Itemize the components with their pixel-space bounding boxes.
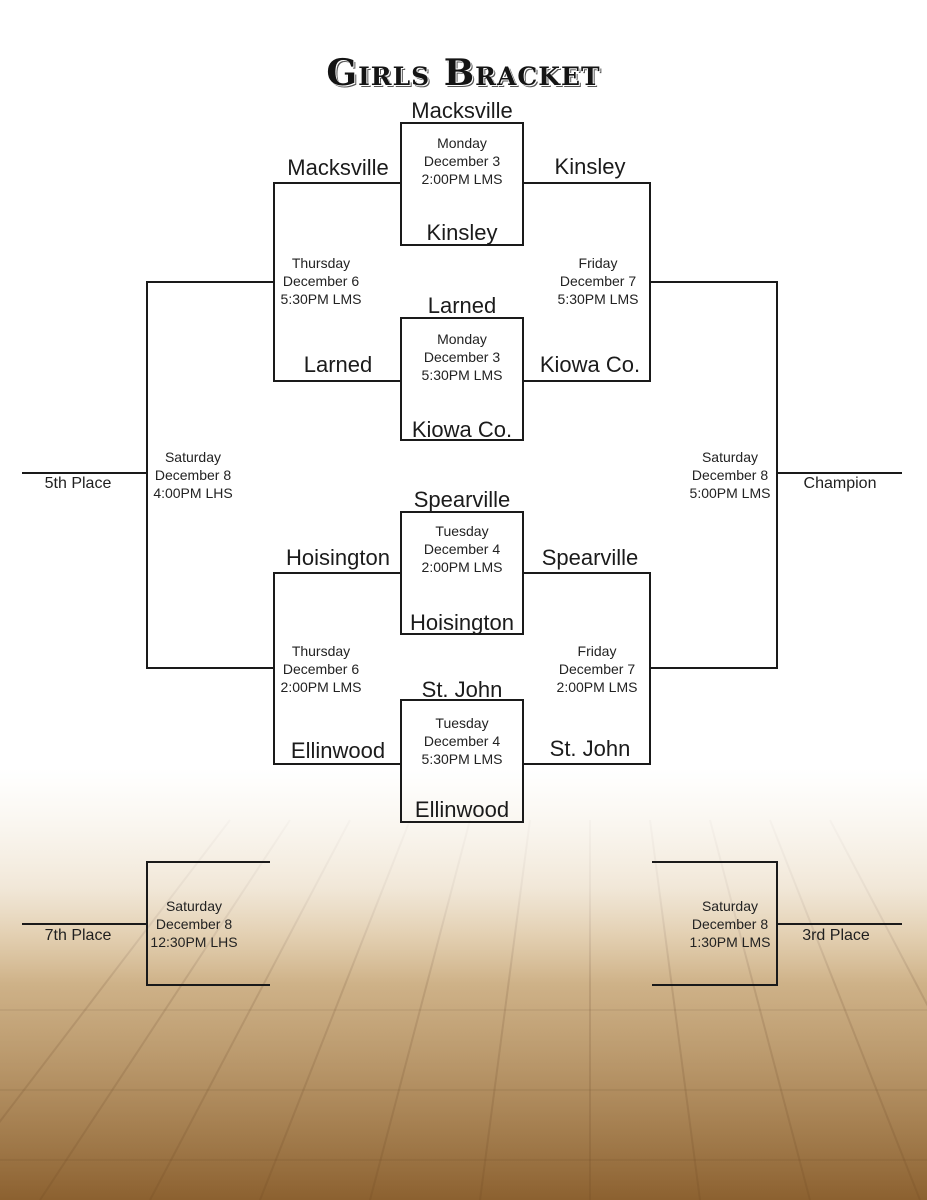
game-day: Thursday	[291, 255, 351, 271]
team-label: Kinsley	[426, 220, 498, 245]
team-label: Larned	[303, 352, 373, 377]
game-time: 5:30PM LMS	[421, 367, 503, 383]
team-label: Spearville	[541, 545, 639, 570]
team-label: Macksville	[287, 155, 389, 180]
page-title: Girls Bracket	[326, 52, 601, 94]
team-label: Hoisington	[410, 610, 514, 635]
game-date: December 7	[558, 661, 636, 677]
game-info: Saturday December 8 5:00PM LMS	[665, 448, 795, 502]
game-time: 5:30PM LMS	[557, 291, 639, 307]
game-info: Saturday December 8 12:30PM LHS	[129, 897, 259, 951]
game-date: December 8	[155, 916, 233, 932]
team-label: Spearville	[413, 487, 511, 512]
game-info: Tuesday December 4 2:00PM LMS	[397, 522, 527, 576]
game-date: December 3	[423, 153, 501, 169]
team-label: Kiowa Co.	[539, 352, 641, 377]
team-label: Ellinwood	[290, 738, 386, 763]
game-day: Friday	[578, 255, 618, 271]
game-box-4	[400, 699, 524, 823]
game-time: 1:30PM LMS	[689, 934, 771, 950]
game-info: Monday December 3 5:30PM LMS	[397, 330, 527, 384]
game-time: 5:30PM LMS	[421, 751, 503, 767]
game-date: December 6	[282, 661, 360, 677]
game-time: 2:00PM LMS	[280, 679, 362, 695]
game-info: Friday December 7 2:00PM LMS	[532, 642, 662, 696]
fifth-place-bracket	[146, 281, 274, 669]
game-time: 2:00PM LMS	[421, 559, 503, 575]
team-label: St. John	[549, 736, 631, 761]
game-time: 5:30PM LMS	[280, 291, 362, 307]
champion-label: Champion	[803, 475, 877, 492]
game-date: December 6	[282, 273, 360, 289]
fifth-place-label: 5th Place	[44, 475, 112, 492]
game-day: Tuesday	[435, 715, 489, 731]
game-date: December 8	[691, 467, 769, 483]
game-time: 5:00PM LMS	[689, 485, 771, 501]
game-day: Friday	[577, 643, 617, 659]
game-date: December 3	[423, 349, 501, 365]
game-day: Tuesday	[435, 523, 489, 539]
team-label: Kiowa Co.	[411, 417, 513, 442]
game-info: Friday December 7 5:30PM LMS	[533, 254, 663, 308]
championship-bracket	[650, 281, 778, 669]
third-place-label: 3rd Place	[802, 927, 870, 944]
game-day: Saturday	[701, 898, 759, 914]
game-time: 2:00PM LMS	[421, 171, 503, 187]
team-label: Kinsley	[554, 154, 626, 179]
game-day: Monday	[437, 135, 487, 151]
game-day: Saturday	[701, 449, 759, 465]
game-info: Saturday December 8 1:30PM LMS	[665, 897, 795, 951]
game-time: 12:30PM LHS	[150, 934, 238, 950]
team-label: Ellinwood	[414, 797, 510, 822]
seventh-place-label: 7th Place	[44, 927, 112, 944]
game-info: Thursday December 6 2:00PM LMS	[256, 642, 386, 696]
game-date: December 7	[559, 273, 637, 289]
game-info: Thursday December 6 5:30PM LMS	[256, 254, 386, 308]
game-date: December 4	[423, 541, 501, 557]
team-label: Hoisington	[286, 545, 390, 570]
game-date: December 8	[154, 467, 232, 483]
game-day: Thursday	[291, 643, 351, 659]
game-day: Saturday	[165, 898, 223, 914]
team-label: Macksville	[411, 98, 513, 123]
game-info: Saturday December 8 4:00PM LHS	[128, 448, 258, 502]
game-date: December 8	[691, 916, 769, 932]
team-label: Larned	[427, 293, 497, 318]
game-time: 2:00PM LMS	[556, 679, 638, 695]
game-box-2	[400, 317, 524, 441]
team-label: St. John	[421, 677, 503, 702]
game-time: 4:00PM LHS	[153, 485, 233, 501]
game-info: Monday December 3 2:00PM LMS	[397, 134, 527, 188]
game-date: December 4	[423, 733, 501, 749]
game-info: Tuesday December 4 5:30PM LMS	[397, 714, 527, 768]
game-day: Monday	[437, 331, 487, 347]
game-day: Saturday	[164, 449, 222, 465]
